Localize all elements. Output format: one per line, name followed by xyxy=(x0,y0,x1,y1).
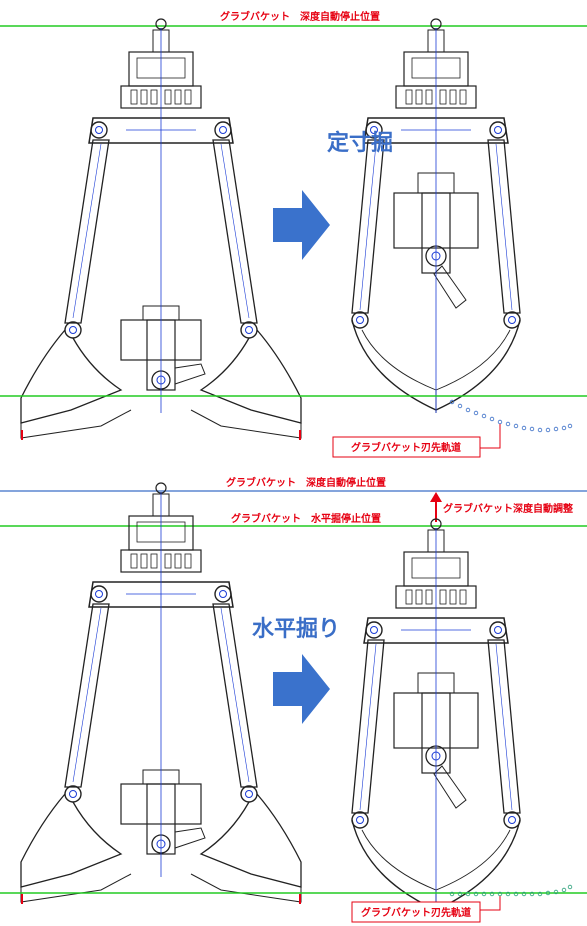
right-arrow-icon-2 xyxy=(273,654,330,724)
horizontal-stop-label: グラブバケット 水平掘停止位置 xyxy=(231,512,381,525)
method-label-constant-depth: 定寸掘 xyxy=(327,130,393,156)
method-label-horizontal-dig: 水平掘り xyxy=(252,617,340,642)
grab-bucket-open xyxy=(20,18,302,441)
up-arrow-icon xyxy=(430,492,442,502)
depth-adjust-label: グラブバケット深度自動調整 xyxy=(443,502,573,515)
panel-constant-depth: グラブバケット 深度自動停止位置 定寸掘 グラブバケット刃先軌道 xyxy=(0,10,587,458)
trajectory-label-box xyxy=(332,436,481,458)
panel-horizontal-dig: グラブバケット 深度自動停止位置 グラブバケット 水平掘停止位置 グラブバケット… xyxy=(0,476,587,923)
trajectory-leader-line-2 xyxy=(480,896,501,911)
grab-bucket-closed-2 xyxy=(351,518,521,914)
trajectory-label: グラブバケット刃先軌道 xyxy=(351,441,461,454)
trajectory-label-2: グラブバケット刃先軌道 xyxy=(361,906,471,919)
grab-bucket-closed xyxy=(351,18,521,414)
blade-trajectory-dots-2 xyxy=(449,884,573,897)
depth-auto-stop-label: グラブバケット 深度自動停止位置 xyxy=(220,10,380,23)
depth-auto-stop-label-2: グラブバケット 深度自動停止位置 xyxy=(226,476,386,489)
trajectory-leader-line xyxy=(480,424,501,449)
grab-bucket-open-2 xyxy=(20,482,302,905)
right-arrow-icon xyxy=(273,190,330,260)
trajectory-label-box-2 xyxy=(351,901,481,923)
blade-trajectory-dots xyxy=(449,399,573,433)
